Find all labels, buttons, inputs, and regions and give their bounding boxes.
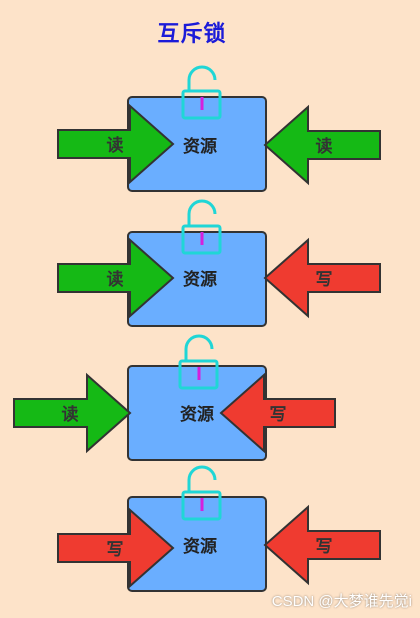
left-read-arrow xyxy=(57,237,175,319)
right-write-arrow xyxy=(263,504,381,586)
resource-label: 资源 xyxy=(183,536,217,557)
left-arrow-label: 读 xyxy=(62,404,79,425)
resource-label: 资源 xyxy=(183,269,217,290)
scenario-3: 资源 读 写 xyxy=(13,334,336,461)
left-arrow-label: 读 xyxy=(107,135,124,156)
resource-label: 资源 xyxy=(180,404,214,425)
right-arrow-label: 写 xyxy=(270,405,287,425)
diagram-title: 互斥锁 xyxy=(157,22,227,47)
left-write-arrow xyxy=(57,507,175,589)
scenario-4: 资源 写 写 xyxy=(57,465,381,592)
scenario-2: 资源 读 写 xyxy=(57,199,381,327)
watermark: CSDN @大梦谁先觉i xyxy=(271,593,412,610)
scenario-1: 资源 读 读 xyxy=(57,65,381,192)
resource-label: 资源 xyxy=(183,136,217,157)
right-read-arrow xyxy=(263,104,381,186)
left-read-arrow xyxy=(13,372,132,454)
lock-icon xyxy=(181,65,222,120)
right-arrow-label: 读 xyxy=(316,136,333,157)
left-read-arrow xyxy=(57,103,175,185)
lock-icon xyxy=(181,199,222,255)
lock-icon xyxy=(181,465,222,521)
right-write-arrow xyxy=(219,372,336,454)
left-arrow-label: 写 xyxy=(107,540,124,560)
right-write-arrow xyxy=(263,237,381,319)
right-arrow-label: 写 xyxy=(316,270,333,290)
right-arrow-label: 写 xyxy=(316,537,333,557)
lock-icon xyxy=(178,334,219,390)
left-arrow-label: 读 xyxy=(107,269,124,290)
